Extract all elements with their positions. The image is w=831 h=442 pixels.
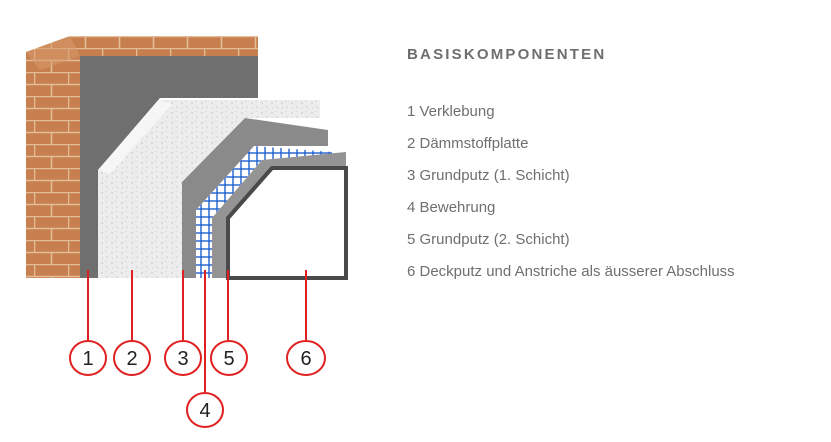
callout-marker-6: 6 xyxy=(286,340,326,376)
callout-marker-4: 4 xyxy=(186,392,224,428)
callout-number-2: 2 xyxy=(126,348,137,370)
callout-marker-5: 5 xyxy=(210,340,248,376)
component-item: 4 Bewehrung xyxy=(407,199,496,216)
callout-marker-3: 3 xyxy=(164,340,202,376)
callout-number-6: 6 xyxy=(300,348,311,370)
component-item: 3 Grundputz (1. Schicht) xyxy=(407,167,570,184)
finish-coat xyxy=(226,166,348,280)
reinforcement-mesh xyxy=(196,146,332,278)
component-item: 6 Deckputz und Anstriche als äusserer Ab… xyxy=(407,263,735,280)
callout-number-4: 4 xyxy=(199,400,210,422)
component-item: 5 Grundputz (2. Schicht) xyxy=(407,231,570,248)
callout-lines xyxy=(87,270,307,392)
section-heading: BASISKOMPONENTEN xyxy=(407,46,607,63)
callout-marker-2: 2 xyxy=(113,340,151,376)
component-item: 2 Dämmstoffplatte xyxy=(407,135,529,152)
insulation-board xyxy=(98,100,320,278)
callout-marker-1: 1 xyxy=(69,340,107,376)
base-coat-second-layer xyxy=(212,152,346,278)
adhesive-layer xyxy=(80,56,258,278)
callout-number-1: 1 xyxy=(82,348,93,370)
callout-number-3: 3 xyxy=(177,348,188,370)
callout-number-5: 5 xyxy=(223,348,234,370)
component-item: 1 Verklebung xyxy=(407,103,495,120)
component-list: 1 Verklebung 2 Dämmstoffplatte 3 Grundpu… xyxy=(407,101,735,293)
base-coat-first-layer xyxy=(182,118,328,278)
